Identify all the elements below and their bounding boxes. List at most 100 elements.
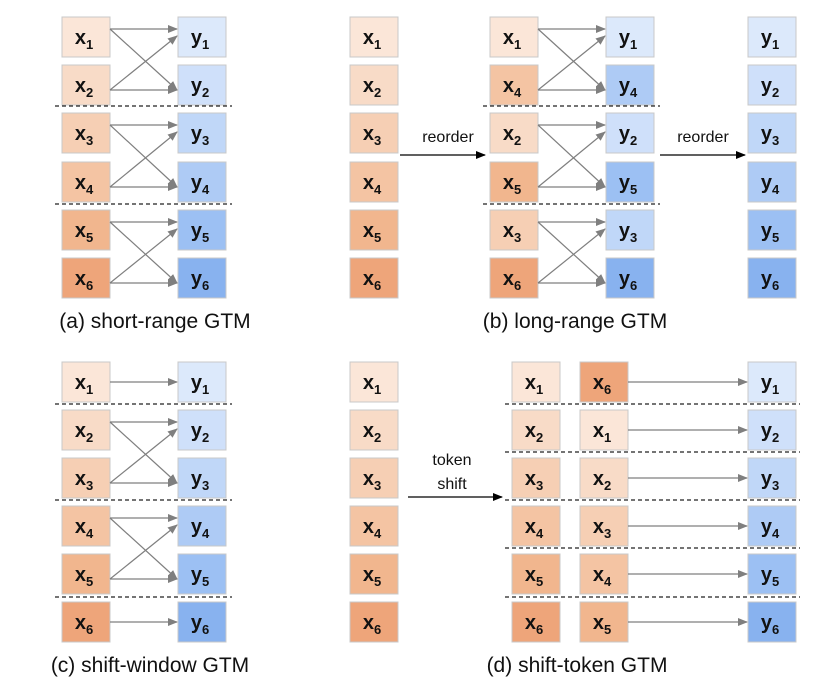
panel-b-mid-y4-label: y4 <box>619 75 638 100</box>
panel-a-x5-box <box>61 209 111 251</box>
panel-d-input-x1-box <box>349 361 399 403</box>
panel-a-y4-label: y4 <box>191 172 210 197</box>
panel-d-shift-x3-label: x3 <box>593 516 611 541</box>
panel-d-input-x6-label: x6 <box>363 612 381 637</box>
panel-b-mid-x6-label: x6 <box>503 268 521 293</box>
panel-b-input-x6-label: x6 <box>363 268 381 293</box>
panel-a-y2-box <box>177 64 227 106</box>
panel-b-output-y3-label: y3 <box>761 123 779 148</box>
panel-b-mid-y6-box <box>605 257 655 299</box>
panel-d-input-x3-label: x3 <box>363 468 381 493</box>
panel-d-orig-x1-box <box>511 361 561 403</box>
panel-b-mid-x5-label: x5 <box>503 172 521 197</box>
panel-c-x4-box <box>61 505 111 547</box>
panel-d-input-x2-label: x2 <box>363 420 381 445</box>
panel-a-arrow-1-b <box>109 124 178 188</box>
panel-b-arrow-2-c <box>537 228 606 284</box>
panel-c-x5-label: x5 <box>75 564 93 589</box>
panel-d-shift-x4-box <box>579 553 629 595</box>
panel-a-y3-box <box>177 112 227 154</box>
panel-d-shift-x6-box <box>579 361 629 403</box>
panel-b-output-y2-label: y2 <box>761 75 779 100</box>
panel-d-orig-x3-label: x3 <box>525 468 543 493</box>
panel-d-shift-x6-label: x6 <box>593 372 611 397</box>
panel-a-x1-label: x1 <box>75 27 93 52</box>
panel-a-y2-label: y2 <box>191 75 209 100</box>
panel-d-y6-box <box>747 601 797 643</box>
caption-c: (c) shift-window GTM <box>51 654 249 677</box>
panel-d-y3-label: y3 <box>761 468 779 493</box>
panel-d-orig-x5-label: x5 <box>525 564 543 589</box>
panel-d-input-x5-label: x5 <box>363 564 381 589</box>
panel-b-mid-y3-label: y3 <box>619 220 637 245</box>
panel-b-output-y4-label: y4 <box>761 172 780 197</box>
panel-d-input-x2-box <box>349 409 399 451</box>
panel-b-input-x4-label: x4 <box>363 172 382 197</box>
panel-a-y3-label: y3 <box>191 123 209 148</box>
panel-d-y5-box <box>747 553 797 595</box>
token-shift-label-line1: token <box>432 452 471 469</box>
panel-c-y4-box <box>177 505 227 547</box>
caption-b: (b) long-range GTM <box>483 310 667 333</box>
panel-d-y6-label: y6 <box>761 612 779 637</box>
panel-a-arrow-2-c <box>109 228 178 284</box>
panel-a-arrow-2-b <box>109 221 178 284</box>
panel-d-input-x4-box <box>349 505 399 547</box>
panel-b-mid-x5-box <box>489 161 539 203</box>
panel-c-x1-box <box>61 361 111 403</box>
panel-b-mid-x4-label: x4 <box>503 75 522 100</box>
panel-c-arrow-1-c <box>109 524 178 580</box>
panel-b-arrow-1-b <box>537 124 606 188</box>
panel-b-mid-x2-box <box>489 112 539 154</box>
panel-c-y6-box <box>177 601 227 643</box>
panel-b-mid-x1-label: x1 <box>503 27 521 52</box>
panel-a-x5-label: x5 <box>75 220 93 245</box>
panel-a-y4-box <box>177 161 227 203</box>
panel-d-shift-x1-box <box>579 409 629 451</box>
panel-a-x3-box <box>61 112 111 154</box>
panel-b-output-y5-label: y5 <box>761 220 779 245</box>
panel-c-x6-label: x6 <box>75 612 93 637</box>
panel-b-output-y5-box <box>747 209 797 251</box>
panel-c-y2-box <box>177 409 227 451</box>
panel-a-x2-box <box>61 64 111 106</box>
panel-c-y2-label: y2 <box>191 420 209 445</box>
panel-d-orig-x5-box <box>511 553 561 595</box>
panel-a-x2-label: x2 <box>75 75 93 100</box>
panel-a-y1-label: y1 <box>191 27 209 52</box>
panel-c-arrow-1-b <box>109 517 178 580</box>
panel-b-output-y6-label: y6 <box>761 268 779 293</box>
panel-c-y5-label: y5 <box>191 564 209 589</box>
panel-c-y3-box <box>177 457 227 499</box>
panel-d-y1-box <box>747 361 797 403</box>
panel-d-input-x1-label: x1 <box>363 372 381 397</box>
panel-c-y6-label: y6 <box>191 612 209 637</box>
panel-b-mid-y5-box <box>605 161 655 203</box>
panel-d-orig-x2-box <box>511 409 561 451</box>
panel-b-input-x2-box <box>349 64 399 106</box>
panel-b-arrow-0-c <box>537 35 606 91</box>
panel-c-x2-box <box>61 409 111 451</box>
panel-c-x3-label: x3 <box>75 468 93 493</box>
panel-b-arrow-1-c <box>537 131 606 188</box>
panel-d-input-x6-box <box>349 601 399 643</box>
panel-c-y1-label: y1 <box>191 372 209 397</box>
panel-d-shift-x2-label: x2 <box>593 468 611 493</box>
panel-d-orig-x2-label: x2 <box>525 420 543 445</box>
panel-c-y3-label: y3 <box>191 468 209 493</box>
panel-a-x1-box <box>61 16 111 58</box>
panel-b-output-y4-box <box>747 161 797 203</box>
panel-a-arrow-1-c <box>109 131 178 188</box>
panel-a-y6-label: y6 <box>191 268 209 293</box>
panel-a-x4-box <box>61 161 111 203</box>
panel-b-input-x3-label: x3 <box>363 123 381 148</box>
panel-b-mid-x1-box <box>489 16 539 58</box>
panel-d-shift-x2-box <box>579 457 629 499</box>
panel-a-y5-box <box>177 209 227 251</box>
panel-d-shift-x3-box <box>579 505 629 547</box>
panel-a-arrow-0-c <box>109 35 178 91</box>
panel-d-y4-label: y4 <box>761 516 780 541</box>
panel-b-input-x1-label: x1 <box>363 27 381 52</box>
panel-b-mid-y6-label: y6 <box>619 268 637 293</box>
panel-d-shift-x5-box <box>579 601 629 643</box>
